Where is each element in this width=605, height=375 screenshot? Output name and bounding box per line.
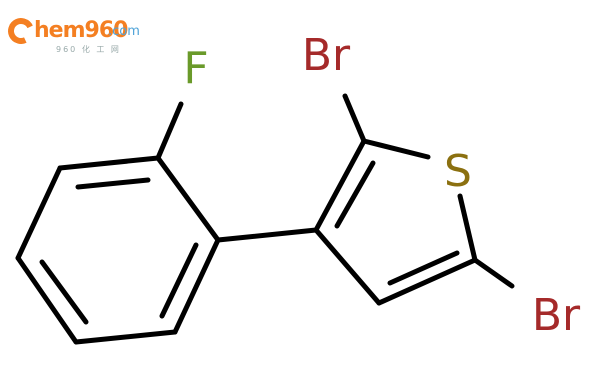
bond-c-br-top — [342, 93, 367, 144]
bond-c-br-bottom — [472, 257, 515, 289]
chem960-watermark-logo: hem960 .com 960 化 工 网 — [4, 14, 158, 58]
bond-lines — [15, 93, 515, 345]
bond-thiophene-inner-2 — [387, 250, 460, 286]
bond-benzene-3 — [15, 255, 79, 345]
watermark-tld: .com — [108, 24, 140, 39]
bond-thiophene-2 — [361, 138, 431, 160]
atom-label-bromine-bottom: Br — [532, 290, 581, 341]
watermark-brand: hem960 — [34, 18, 128, 43]
bond-aryl-link — [215, 227, 319, 243]
atom-label-sulfur: S — [444, 146, 472, 197]
bond-thiophene-1 — [313, 138, 367, 233]
bond-benzene-inner-3 — [159, 242, 199, 319]
bond-thiophene-5 — [313, 227, 382, 306]
bond-benzene-2 — [15, 165, 63, 261]
watermark-subtitle: 960 化 工 网 — [56, 45, 121, 54]
atom-label-bromine-top: Br — [302, 30, 351, 81]
bond-benzene-1 — [57, 155, 161, 171]
bond-benzene-5 — [172, 237, 221, 335]
bond-benzene-4 — [73, 329, 178, 345]
bond-thiophene-3 — [457, 193, 478, 263]
bond-thiophene-inner-1 — [334, 160, 376, 229]
bond-thiophene-4 — [376, 257, 478, 306]
bond-benzene-6 — [155, 155, 221, 243]
atom-label-fluorine: F — [183, 43, 208, 94]
bond-benzene-inner-1 — [75, 177, 151, 190]
bond-c-f — [155, 101, 184, 161]
bond-benzene-inner-2 — [39, 259, 89, 325]
